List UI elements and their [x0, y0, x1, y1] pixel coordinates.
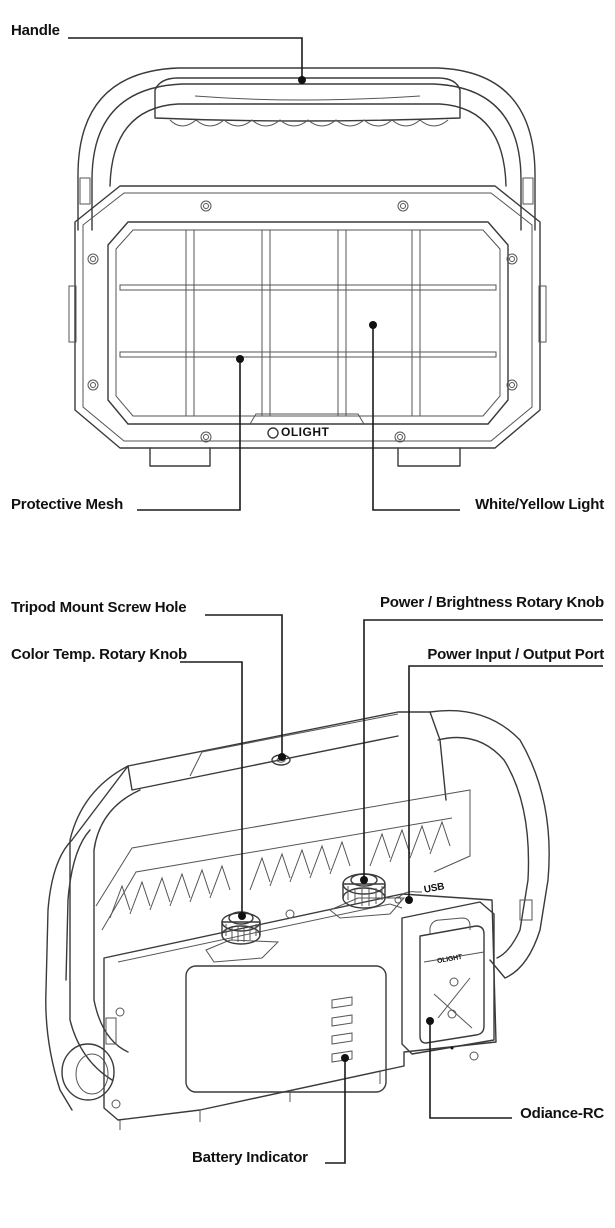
back-view: [45, 709, 550, 1130]
body-box: [103, 893, 497, 1121]
battery-indicator-bars: [331, 996, 353, 1063]
olight-logo-icon: [267, 427, 279, 439]
front-frame: [74, 185, 541, 449]
remote-dock: [401, 901, 495, 1055]
label-protective-mesh: Protective Mesh: [11, 496, 124, 513]
front-view: [68, 67, 547, 467]
label-white-yellow-light: White/Yellow Light: [475, 496, 604, 513]
label-power-port: Power Input / Output Port: [427, 646, 604, 663]
pivot-knob: [61, 1043, 115, 1101]
label-color-temp-knob: Color Temp. Rotary Knob: [11, 646, 187, 663]
label-tripod-mount: Tripod Mount Screw Hole: [11, 599, 187, 616]
odiance-remote: [419, 925, 485, 1044]
label-odiance-rc: Odiance-RC: [520, 1105, 604, 1122]
battery-panel: [185, 965, 387, 1093]
label-power-brightness-knob: Power / Brightness Rotary Knob: [379, 594, 604, 611]
leader-lines: [68, 37, 603, 1164]
handle-grip: [154, 77, 461, 122]
brand-logo: OLIGHT: [281, 425, 330, 439]
label-battery-indicator: Battery Indicator: [192, 1149, 308, 1166]
label-handle: Handle: [11, 22, 60, 39]
